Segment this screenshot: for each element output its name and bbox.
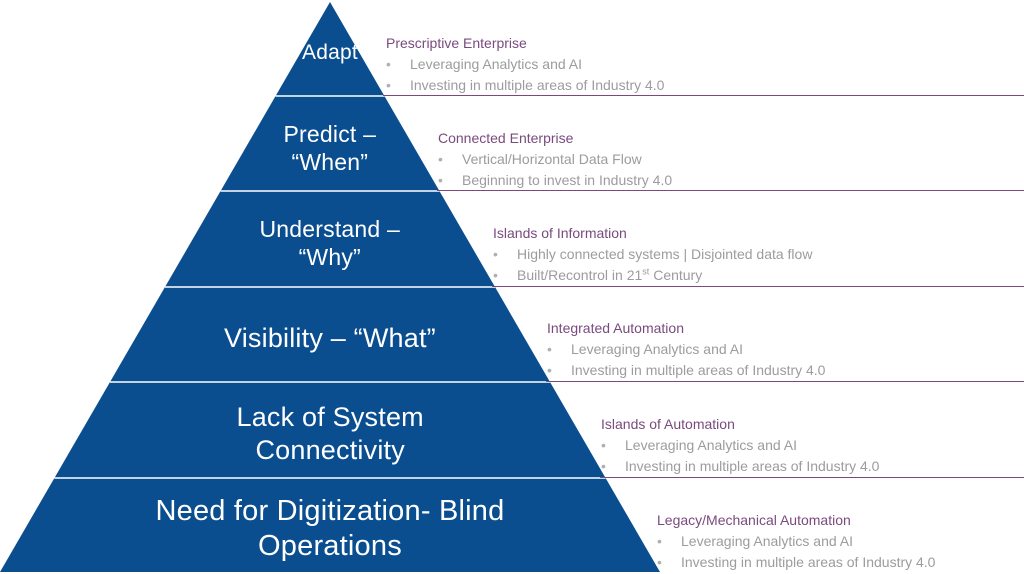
description-divider xyxy=(600,477,1024,478)
description-title: Connected Enterprise xyxy=(438,130,574,146)
description-title: Legacy/Mechanical Automation xyxy=(657,512,851,528)
tier-label-4: Visibility – “What” xyxy=(224,322,436,355)
tier-label-2: Predict –“When” xyxy=(284,120,377,176)
bullet-icon: • xyxy=(601,458,606,474)
tier-label-line: Lack of System xyxy=(236,402,424,432)
description-bullet: • Investing in multiple areas of Industry… xyxy=(601,456,879,477)
bullet-icon: • xyxy=(386,77,391,93)
tier-description-2: Connected Enterprise • Vertical/Horizontal… xyxy=(438,128,672,191)
bullet-text: Built/Recontrol in 21 xyxy=(517,267,643,283)
tier-description-6: Legacy/Mechanical Automation • Leveraging … xyxy=(657,510,935,573)
description-bullet: • Leveraging Analytics and AI xyxy=(601,435,879,456)
description-bullet: • Investing in multiple areas of Industry… xyxy=(657,552,935,573)
bullet-icon: • xyxy=(657,554,662,570)
bullet-text: Investing in multiple areas of Industry … xyxy=(410,77,665,93)
description-bullet: • Leveraging Analytics and AI xyxy=(386,54,664,75)
bullet-icon: • xyxy=(386,56,391,72)
tier-label-line: Predict – xyxy=(283,120,377,147)
description-bullet: • Beginning to invest in Industry 4.0 xyxy=(438,170,672,191)
tier-description-5: Islands of Automation • Leveraging Analyti… xyxy=(601,414,879,477)
description-divider xyxy=(546,381,1024,382)
description-title: Integrated Automation xyxy=(547,320,684,336)
description-divider xyxy=(492,286,1024,287)
description-bullet: • Vertical/Horizontal Data Flow xyxy=(438,149,672,170)
bullet-icon: • xyxy=(493,246,498,262)
bullet-suffix: Century xyxy=(649,267,703,283)
bullet-text: Leveraging Analytics and AI xyxy=(681,533,854,549)
description-bullet: • Built/Recontrol in 21st Century xyxy=(493,265,812,286)
description-bullet: • Leveraging Analytics and AI xyxy=(657,531,935,552)
tier-label-line: “When” xyxy=(291,148,369,175)
bullet-icon: • xyxy=(438,151,443,167)
tier-label-1: Adapt xyxy=(302,40,358,66)
description-bullet: • Highly connected systems | Disjointed d… xyxy=(493,244,812,265)
description-bullet: • Investing in multiple areas of Industry… xyxy=(386,75,664,96)
bullet-icon: • xyxy=(438,172,443,188)
description-title: Islands of Automation xyxy=(601,416,735,432)
tier-label-line: Connectivity xyxy=(255,434,405,465)
tier-description-3: Islands of Information • Highly connected … xyxy=(493,223,812,286)
description-title: Islands of Information xyxy=(493,225,627,241)
description-title: Prescriptive Enterprise xyxy=(386,35,527,51)
bullet-superscript: st xyxy=(642,266,650,277)
tier-label-line: “Why” xyxy=(298,244,361,271)
bullet-text: Vertical/Horizontal Data Flow xyxy=(462,151,642,167)
description-divider xyxy=(437,190,1024,191)
bullet-text: Investing in multiple areas of Industry … xyxy=(681,554,936,570)
bullet-text: Investing in multiple areas of Industry … xyxy=(571,362,826,378)
bullet-text: Leveraging Analytics and AI xyxy=(410,56,583,72)
description-bullet: • Investing in multiple areas of Industry… xyxy=(547,360,825,381)
tier-label-line: Visibility – “What” xyxy=(224,323,436,353)
bullet-text: Leveraging Analytics and AI xyxy=(625,437,798,453)
bullet-icon: • xyxy=(547,362,552,378)
bullet-icon: • xyxy=(547,341,552,357)
bullet-icon: • xyxy=(493,267,498,283)
bullet-text: Leveraging Analytics and AI xyxy=(571,341,744,357)
description-divider xyxy=(383,95,1024,96)
tier-label-line: Operations xyxy=(258,529,402,562)
bullet-text: Highly connected systems | Disjointed da… xyxy=(517,246,813,262)
tier-label-line: Understand – xyxy=(259,216,400,242)
description-bullet: • Leveraging Analytics and AI xyxy=(547,339,825,360)
tier-description-4: Integrated Automation • Leveraging Analyti… xyxy=(547,318,825,381)
tier-label-3: Understand –“Why” xyxy=(260,215,401,271)
bullet-icon: • xyxy=(657,533,662,549)
bullet-text: Investing in multiple areas of Industry … xyxy=(625,458,880,474)
bullet-icon: • xyxy=(601,437,606,453)
tier-description-1: Prescriptive Enterprise • Leveraging Analy… xyxy=(386,33,664,96)
bullet-text: Beginning to invest in Industry 4.0 xyxy=(462,172,673,188)
tier-label-line: Need for Digitization- Blind xyxy=(155,494,505,527)
tier-label-line: Adapt xyxy=(302,41,358,64)
